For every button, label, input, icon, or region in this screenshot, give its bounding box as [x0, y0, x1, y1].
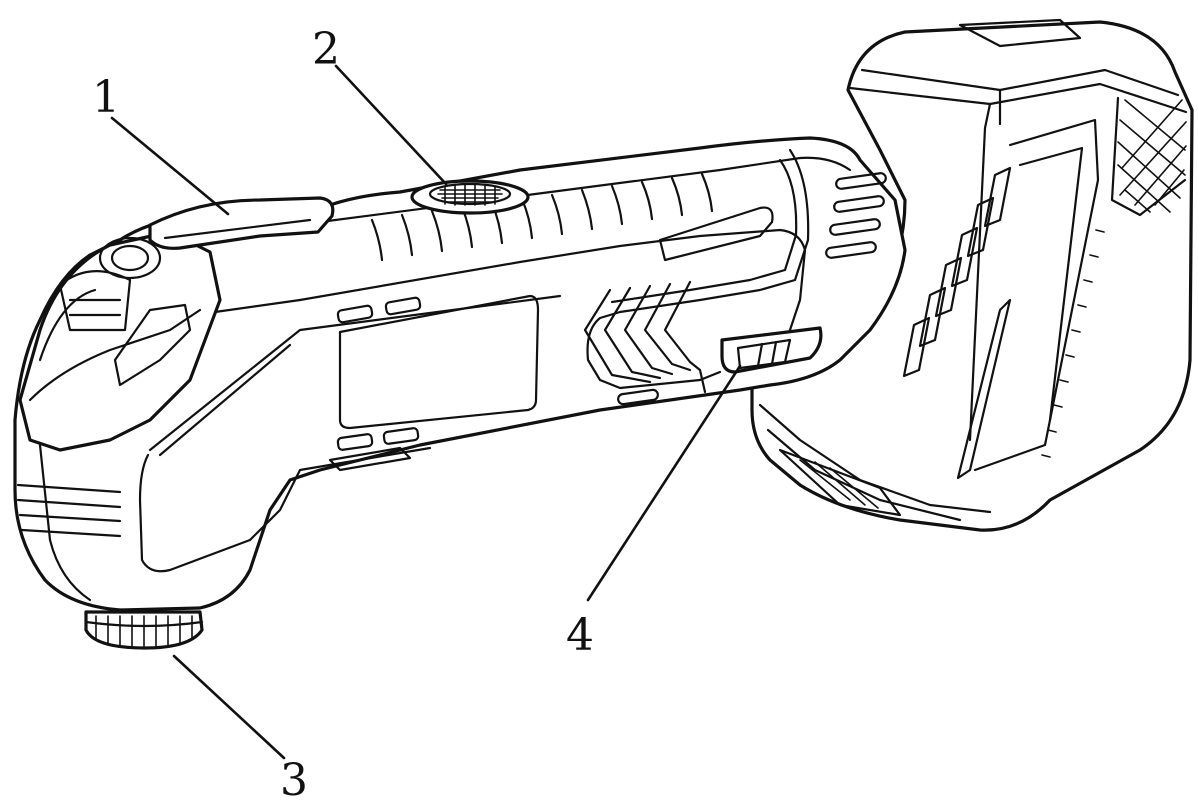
leader-line-1 [110, 116, 230, 216]
chevron-grip [583, 280, 707, 406]
battery-cell-ridges [902, 166, 1012, 378]
leader-line-3 [172, 654, 286, 760]
callout-2: 2 [312, 24, 340, 75]
tool-body [13, 136, 907, 612]
head-vent-slots [16, 483, 122, 538]
battery-side-fins [1041, 229, 1105, 458]
battery-grip-texture [1110, 96, 1187, 217]
callout-3: 3 [280, 755, 308, 801]
callout-1: 1 [92, 72, 120, 123]
callout-4: 4 [566, 610, 594, 661]
speed-dial [410, 179, 530, 215]
accessory-release-lever [58, 196, 335, 332]
output-spindle [84, 610, 204, 650]
handle-side-panel [586, 148, 810, 390]
handle-vent-slots [825, 172, 887, 259]
power-switch [720, 326, 823, 374]
leader-lines [110, 64, 742, 760]
battery-pack [750, 18, 1194, 532]
top-grip-ribs [370, 172, 714, 262]
tool-head [16, 196, 335, 650]
leader-line-4 [586, 364, 742, 602]
leader-line-2 [334, 64, 448, 186]
